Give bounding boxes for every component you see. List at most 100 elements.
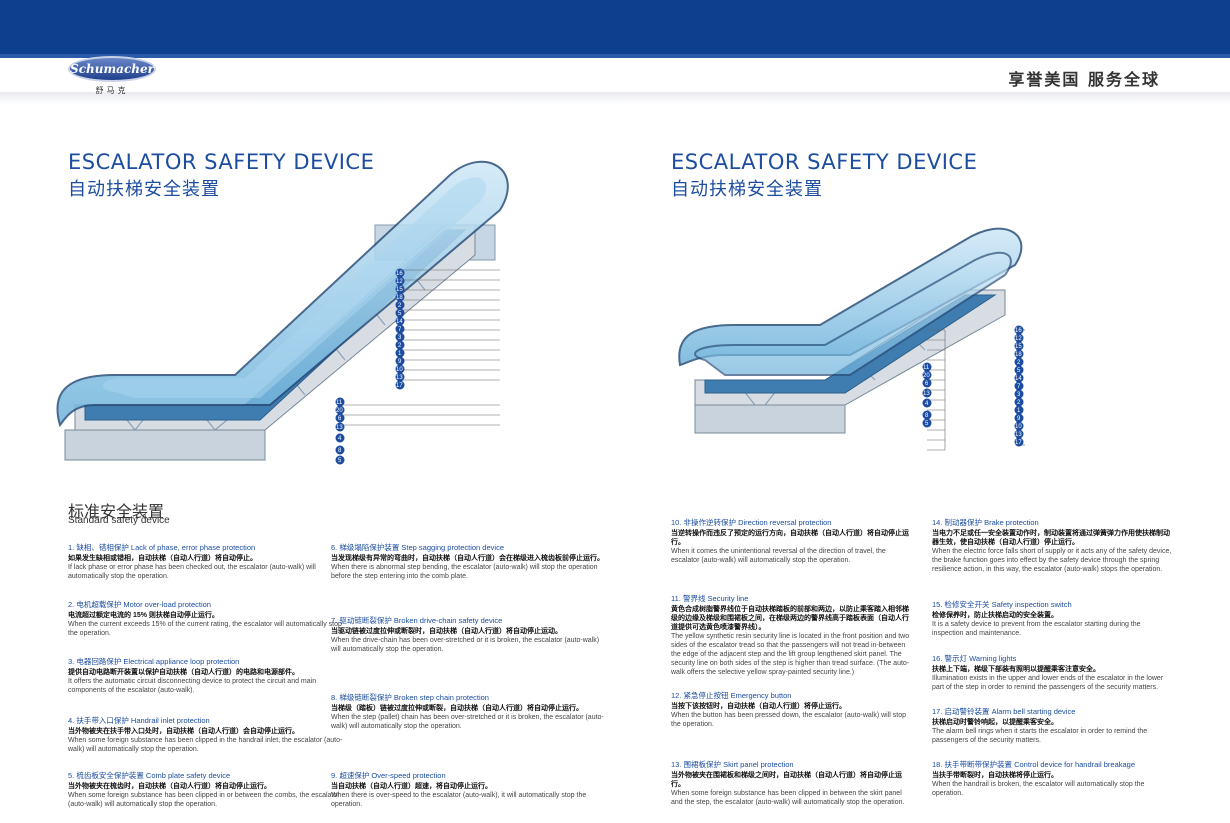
item-title: 8. 梯级链断裂保护 Broken step chain protection [331, 693, 489, 702]
right-callout-column-lower: 11 20 6 13 4 8 5 [922, 362, 932, 428]
callout-label: 18 [396, 295, 403, 301]
safety-item: 11. 警界线 Security line 黄色合成树脂警界线位于自动扶梯踏板的… [671, 594, 911, 677]
item-title: 11. 警界线 Security line [671, 594, 749, 603]
safety-item: 15. 检修安全开关 Safety inspection switch 检修保养… [932, 600, 1172, 638]
item-desc-cn: 当驱动链被过度拉伸或断裂时，自动扶梯（自动人行道）将自动停止运动。 [331, 628, 562, 635]
item-desc-en: When some foreign substance has been cli… [68, 792, 340, 808]
callout-label: 10 [1015, 424, 1022, 430]
right-callout-column-right: 16 12 15 18 2 5 14 7 3 2 1 9 10 13 17 [1014, 325, 1024, 447]
callout-label: 13 [923, 391, 930, 397]
item-title: 2. 电机超载保护 Motor over-load protection [68, 600, 211, 609]
item-desc-en: When the handrail is broken, the escalat… [932, 781, 1145, 797]
item-title: 3. 电器回路保护 Electrical appliance loop prot… [68, 657, 240, 666]
callout-label: 2 [398, 343, 402, 349]
item-desc-cn: 当按下该按钮时，自动扶梯（自动人行道）将停止运行。 [671, 703, 846, 710]
top-banner-edge [0, 54, 1230, 58]
left-title-en: ESCALATOR SAFETY DEVICE [68, 150, 375, 174]
callout-label: 9 [398, 359, 402, 365]
top-banner [0, 0, 1230, 54]
safety-item: 16. 警示灯 Warning lights 扶梯上下端，梯级下部装有照明以提醒… [932, 654, 1172, 692]
left-callout-column-lower: 11 20 6 13 4 8 5 [335, 397, 345, 465]
brand-logo: Schumacher 舒马克 [64, 46, 160, 98]
safety-item: 4. 扶手带入口保护 Handrail inlet protection 当外物… [68, 716, 344, 754]
left-title-cn: 自动扶梯安全装置 [68, 179, 220, 200]
callout-label: 1 [398, 351, 402, 357]
right-title-en: ESCALATOR SAFETY DEVICE [671, 150, 978, 174]
callout-label: 6 [925, 381, 929, 387]
callout-label: 1 [1017, 408, 1021, 414]
item-desc-en: The alarm bell rings when it starts the … [932, 728, 1148, 744]
item-title: 7. 驱动链断裂保护 Broken drive-chain safety dev… [331, 616, 503, 625]
callout-label: 12 [396, 279, 403, 285]
callout-label: 8 [338, 448, 342, 454]
item-desc-en: When the button has been pressed down, t… [671, 712, 907, 728]
item-title: 12. 紧急停止按钮 Emergency button [671, 691, 792, 700]
callout-label: 5 [925, 421, 929, 427]
item-title: 1. 缺相、错相保护 Lack of phase, error phase pr… [68, 543, 256, 552]
callout-label: 15 [396, 287, 403, 293]
item-desc-en: If lack phase or error phase has been ch… [68, 564, 316, 580]
safety-item: 9. 超速保护 Over-speed protection 当自动扶梯（自动人行… [331, 771, 607, 809]
callout-label: 16 [1015, 328, 1022, 334]
item-title: 6. 梯级塌陷保护装置 Step sagging protection devi… [331, 543, 504, 552]
callout-label: 3 [1017, 392, 1021, 398]
right-escalator-diagram: 16 12 15 18 2 5 14 7 3 2 1 9 10 13 17 11… [678, 227, 1025, 451]
item-desc-en: When there is over-speed to the escalato… [331, 792, 587, 808]
safety-item: 6. 梯级塌陷保护装置 Step sagging protection devi… [331, 543, 607, 581]
safety-item: 1. 缺相、错相保护 Lack of phase, error phase pr… [68, 543, 344, 581]
callout-label: 15 [1015, 344, 1022, 350]
item-desc-cn: 提供自动电路断开装置以保护自动扶梯（自动人行道）的电路和电源部件。 [68, 669, 299, 676]
callout-label: 8 [925, 413, 929, 419]
safety-item: 10. 非操作逆转保护 Direction reversal protectio… [671, 518, 911, 565]
item-desc-cn: 当逆转操作而违反了预定的运行方向，自动扶梯（自动人行道）将自动停止运行。 [671, 530, 909, 546]
callout-label: 7 [1017, 384, 1021, 390]
item-desc-en: When the drive-chain has been over-stret… [331, 637, 600, 653]
standard-title-en: Standard safety device [68, 515, 170, 526]
item-title: 17. 启动警铃装置 Alarm bell starting device [932, 707, 1076, 716]
item-desc-cn: 当外物被夹在围裙板和梯级之间时，自动扶梯（自动人行道）将自动停止运行。 [671, 772, 902, 788]
item-desc-en: When some foreign substance has been cli… [68, 737, 343, 753]
callout-label: 10 [396, 367, 403, 373]
callout-label: 20 [923, 373, 930, 379]
item-desc-cn: 如果发生缺相或错相，自动扶梯（自动人行道）将自动停止。 [68, 555, 257, 562]
header-divider [0, 92, 1230, 104]
left-callout-column-right: 16 12 15 18 2 5 14 7 3 2 1 9 10 13 17 [395, 268, 405, 390]
safety-item: 2. 电机超载保护 Motor over-load protection 电流超… [68, 600, 344, 638]
callout-label: 12 [1015, 336, 1022, 342]
slogan: 享誉美国 服务全球 [1008, 70, 1160, 89]
safety-item: 8. 梯级链断裂保护 Broken step chain protection … [331, 693, 607, 731]
safety-item: 18. 扶手带断带保护装置 Control device for handrai… [932, 760, 1172, 798]
callout-label: 13 [1015, 432, 1022, 438]
callout-label: 5 [1017, 368, 1021, 374]
item-desc-cn: 当外物被夹在扶手带入口处时，自动扶梯（自动人行道）会自动停止运行。 [68, 728, 299, 735]
item-title: 14. 制动器保护 Brake protection [932, 518, 1039, 527]
callout-label: 14 [1015, 376, 1022, 382]
item-desc-cn: 当电力不足或任一安全装置动作时，制动装置将通过弹簧弹力作用使扶梯制动器生效，使自… [932, 530, 1170, 546]
callout-label: 20 [336, 408, 343, 414]
item-desc-cn: 当发现梯级有异常的弯曲时，自动扶梯（自动人行道）会在梯级进入梳齿板前停止运行。 [331, 555, 604, 562]
item-title: 13. 围裙板保护 Skirt panel protection [671, 760, 794, 769]
safety-item: 13. 围裙板保护 Skirt panel protection 当外物被夹在围… [671, 760, 911, 807]
callout-label: 13 [336, 425, 343, 431]
item-desc-en: The yellow synthetic resin security line… [671, 633, 910, 676]
callout-label: 3 [398, 335, 402, 341]
safety-item: 3. 电器回路保护 Electrical appliance loop prot… [68, 657, 344, 695]
callout-label: 11 [336, 400, 343, 406]
callout-label: 11 [923, 365, 930, 371]
callout-label: 16 [396, 271, 403, 277]
callout-label: 2 [1017, 360, 1021, 366]
standard-title-cn: 标准安全装置 [68, 502, 165, 521]
item-desc-en: It offers the automatic circuit disconne… [68, 678, 317, 694]
item-title: 15. 检修安全开关 Safety inspection switch [932, 600, 1072, 609]
item-title: 4. 扶手带入口保护 Handrail inlet protection [68, 716, 210, 725]
item-desc-en: Illumination exists in the upper and low… [932, 675, 1164, 691]
item-desc-cn: 当梯级（踏板）链被过度拉伸或断裂，自动扶梯（自动人行道）将自动停止运行。 [331, 705, 583, 712]
callout-label: 5 [338, 458, 342, 464]
item-title: 18. 扶手带断带保护装置 Control device for handrai… [932, 760, 1135, 769]
callout-label: 17 [1015, 440, 1022, 446]
logo-oval: Schumacher [68, 56, 156, 82]
callout-label: 9 [1017, 416, 1021, 422]
safety-item: 14. 制动器保护 Brake protection 当电力不足或任一安全装置动… [932, 518, 1172, 574]
item-desc-en: It is a safety device to prevent from th… [932, 621, 1141, 637]
callout-label: 6 [338, 416, 342, 422]
